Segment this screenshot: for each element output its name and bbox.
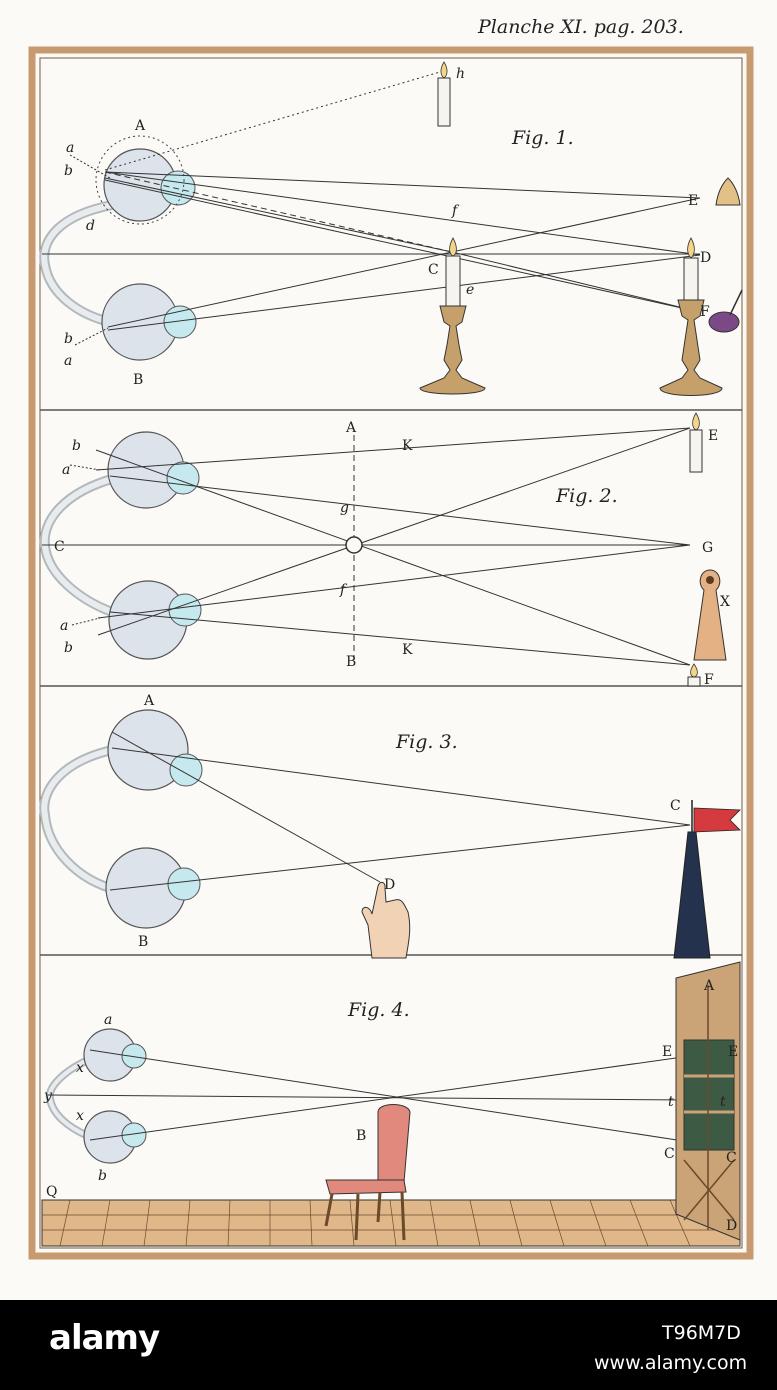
svg-text:D: D [384,877,395,893]
keyhole-x [693,569,727,661]
figure-1: Fig. 1. [39,61,743,396]
tower-c [673,831,711,959]
flag [693,807,741,833]
bookshelves [683,1039,735,1151]
svg-text:b: b [72,438,81,454]
candlestick-c [419,237,486,395]
cornea [163,305,197,339]
svg-text:x: x [76,1108,84,1124]
svg-text:a: a [62,462,70,478]
figure-caption: Fig. 4. [347,999,410,1021]
svg-text:C: C [54,539,65,555]
svg-text:x: x [76,1060,84,1076]
svg-text:K: K [402,438,413,454]
svg-text:E: E [662,1044,672,1060]
bookcase [675,961,741,1241]
candle-h [437,77,451,127]
candlestick-d [659,237,723,396]
svg-text:t: t [668,1094,674,1110]
svg-text:e: e [466,282,474,298]
plate-inner-border [39,57,743,1249]
svg-text:B: B [356,1128,366,1144]
svg-text:C: C [670,798,681,814]
svg-text:K: K [402,642,413,658]
brand-logo: alamy [49,1318,160,1358]
svg-text:A: A [143,693,155,709]
candle-e [689,429,703,473]
figure-3: Fig. 3. A C D B [39,693,741,959]
candle-f [687,676,701,687]
svg-text:a: a [104,1012,112,1028]
svg-text:X: X [720,594,730,610]
plate-frame [28,46,754,1260]
optic-nerve [39,745,114,893]
svg-text:a: a [60,618,68,634]
svg-text:D: D [700,250,711,266]
plate-title: Planche XI. pag. 203. [478,16,684,38]
dotted-orbit [95,135,185,225]
dotted-ray [104,71,441,171]
image-id: T96M7D [662,1322,741,1344]
figure-2: Fig. 2. A K b a [39,412,730,688]
watermark-footer [0,1300,777,1390]
eye-a [107,709,189,791]
floor-tiles [42,1199,740,1247]
svg-text:A: A [134,118,146,134]
svg-text:t: t [720,1094,726,1110]
svg-text:A: A [345,420,357,436]
svg-text:a: a [64,353,72,369]
light-rays [47,1049,691,1143]
light-rays [109,731,691,891]
inkwell-f [708,311,740,333]
svg-text:C: C [664,1146,675,1162]
svg-text:E: E [688,193,698,209]
svg-text:a: a [66,140,74,156]
svg-text:G: G [702,540,713,556]
figure-4: Fig. 4. [41,961,741,1247]
svg-text:B: B [138,934,148,950]
svg-text:D: D [726,1218,737,1234]
svg-text:d: d [86,218,95,234]
svg-text:g: g [340,500,349,516]
chair-b [324,1104,411,1241]
svg-text:E: E [728,1044,738,1060]
svg-text:F: F [700,304,710,320]
svg-text:b: b [98,1168,107,1184]
svg-text:Q: Q [46,1184,57,1200]
svg-text:h: h [456,66,465,82]
svg-text:C: C [726,1150,737,1166]
focal-point [345,536,363,554]
site-url: www.alamy.com [594,1352,748,1374]
svg-text:A: A [703,978,715,994]
svg-text:E: E [708,428,718,444]
cornea [160,170,196,206]
svg-text:C: C [428,262,439,278]
bell-e [715,177,741,206]
hand-d [361,881,411,959]
figure-caption: Fig. 2. [555,485,618,507]
svg-text:b: b [64,163,73,179]
figure-caption: Fig. 3. [395,731,458,753]
svg-text:B: B [346,654,356,670]
svg-text:B: B [133,372,143,388]
svg-text:y: y [43,1088,53,1104]
optics-engraving: Fig. 1. [28,46,754,1260]
svg-text:b: b [64,640,73,656]
svg-text:b: b [64,331,73,347]
svg-text:f: f [451,203,460,219]
optic-nerve [39,200,113,327]
svg-text:f: f [339,582,348,598]
figure-caption: Fig. 1. [511,127,574,149]
light-rays [42,427,691,666]
light-rays [42,171,701,331]
svg-text:F: F [704,672,714,688]
